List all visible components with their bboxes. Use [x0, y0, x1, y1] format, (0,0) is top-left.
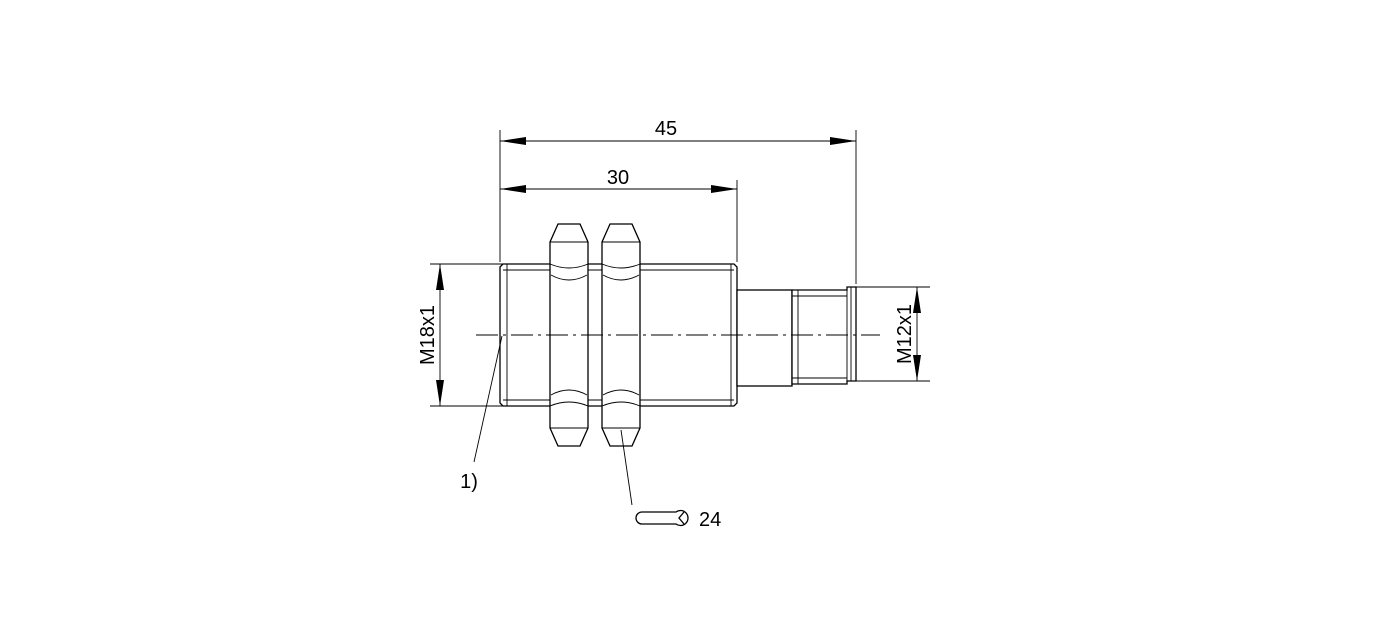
hex-nut-left [549, 223, 589, 447]
note-ref-label: 1) [460, 471, 478, 493]
note-callout: 1) [460, 335, 503, 493]
dimension-connector-thread: M12x1 [894, 287, 921, 381]
dimension-overall-length: 45 [500, 118, 856, 145]
wrench-callout: 24 [620, 429, 721, 531]
dimension-thread-length: 30 [500, 167, 737, 193]
extension-lines [430, 130, 930, 407]
dimension-main-thread: M18x1 [417, 264, 444, 406]
main-thread-label: M18x1 [417, 305, 439, 365]
connector-thread-label: M12x1 [894, 304, 916, 364]
wrench-icon [635, 509, 689, 527]
overall-length-label: 45 [655, 118, 677, 140]
connector-neck [736, 289, 793, 387]
wrench-size-label: 24 [699, 509, 721, 531]
thread-length-label: 30 [607, 167, 629, 189]
